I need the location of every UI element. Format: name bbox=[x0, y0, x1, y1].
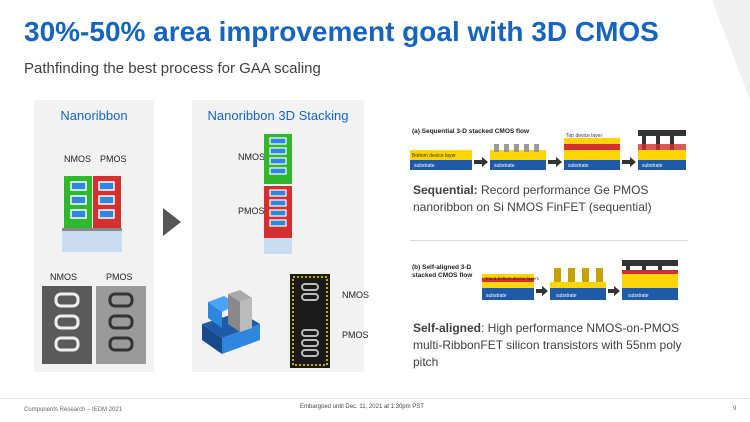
nmos-label-stack: NMOS bbox=[238, 152, 265, 162]
corner-decoration bbox=[712, 0, 750, 100]
nmos-label-top: NMOS bbox=[64, 154, 91, 164]
section-divider bbox=[410, 240, 688, 241]
nmos-label-tem: NMOS bbox=[342, 290, 369, 300]
nanoribbon-diagram bbox=[62, 176, 122, 252]
slide-subtitle: Pathfinding the best process for GAA sca… bbox=[24, 60, 321, 77]
svg-text:substrate: substrate bbox=[494, 163, 515, 169]
footer-divider bbox=[0, 398, 750, 399]
ribbon bbox=[70, 181, 87, 191]
isolation-layer bbox=[62, 228, 122, 231]
svg-text:substrate: substrate bbox=[486, 293, 507, 299]
self-aligned-description: Self-aligned: High performance NMOS-on-P… bbox=[413, 320, 685, 371]
slide-title: 30%-50% area improvement goal with 3D CM… bbox=[24, 16, 659, 47]
self-aligned-flow-title-2: stacked CMOS flow bbox=[412, 272, 473, 279]
sequential-flow-title: (a) Sequential 3-D stacked CMOS flow bbox=[412, 128, 530, 135]
tem-images bbox=[42, 286, 146, 364]
svg-text:substrate: substrate bbox=[628, 293, 649, 299]
pmos-label-top: PMOS bbox=[100, 154, 127, 164]
svg-text:substrate: substrate bbox=[642, 163, 663, 169]
pmos-label-tem: PMOS bbox=[342, 330, 369, 340]
ribbon bbox=[70, 195, 87, 205]
flow-arrow-icon bbox=[474, 157, 488, 167]
pmos-label-stack: PMOS bbox=[238, 206, 265, 216]
nanoribbon-panel: Nanoribbon NMOS PMOS NMOS PMOS bbox=[34, 100, 154, 372]
sequential-flow-diagram: Bottom device layer substrate substrate … bbox=[410, 130, 686, 170]
svg-text:substrate: substrate bbox=[556, 293, 577, 299]
stacked-tem-image bbox=[290, 274, 330, 368]
pmos-label-bottom: PMOS bbox=[106, 272, 133, 282]
nanoribbon-label: Nanoribbon bbox=[60, 108, 128, 123]
page-number: 9 bbox=[733, 406, 737, 412]
self-aligned-bold: Self-aligned bbox=[413, 321, 482, 335]
sequential-text: Record performance Ge PMOS nanoribbon on… bbox=[413, 183, 652, 214]
right-arrow-icon bbox=[163, 208, 181, 236]
substrate-block bbox=[62, 230, 122, 252]
stacking-panel: Nanoribbon 3D Stacking NMOS PMOS bbox=[192, 100, 369, 372]
sequential-bold: Sequential: bbox=[413, 183, 478, 197]
sequential-description: Sequential: Record performance Ge PMOS n… bbox=[413, 182, 683, 216]
ribbon bbox=[70, 209, 87, 219]
stacked-ribbon-diagram bbox=[264, 134, 292, 254]
top-layer-text: Top device layer bbox=[566, 133, 602, 139]
ribbon bbox=[98, 195, 115, 205]
footer-source: Components Research – IEDM 2021 bbox=[24, 407, 123, 413]
nmos-tem-image bbox=[42, 286, 92, 364]
svg-text:substrate: substrate bbox=[568, 163, 589, 169]
layers-text: Top & bottom device layers bbox=[485, 276, 540, 281]
ribbon bbox=[98, 209, 115, 219]
flow-arrow-icon bbox=[608, 286, 620, 296]
self-aligned-text: : High performance NMOS-on-PMOS multi-Ri… bbox=[413, 321, 682, 369]
substrate-text: substrate bbox=[414, 163, 435, 169]
self-aligned-flow-diagram: Top & bottom device layers substrate sub… bbox=[482, 260, 678, 300]
footer-embargo: Embargoed until Dec. 11, 2021 at 1:30pm … bbox=[300, 404, 424, 410]
stacking-label: Nanoribbon 3D Stacking bbox=[207, 108, 349, 123]
ribbon bbox=[98, 181, 115, 191]
stack-substrate bbox=[264, 238, 292, 254]
3d-transistor-render bbox=[202, 290, 260, 354]
self-aligned-flow-title-1: (b) Self-aligned 3-D bbox=[412, 264, 472, 271]
flow-arrow-icon bbox=[536, 286, 548, 296]
flow-arrow-icon bbox=[622, 157, 636, 167]
nmos-label-bottom: NMOS bbox=[50, 272, 77, 282]
pmos-tem-image bbox=[96, 286, 146, 364]
flow-arrow-icon bbox=[548, 157, 562, 167]
bottom-layer-text: Bottom device layer bbox=[412, 153, 456, 159]
